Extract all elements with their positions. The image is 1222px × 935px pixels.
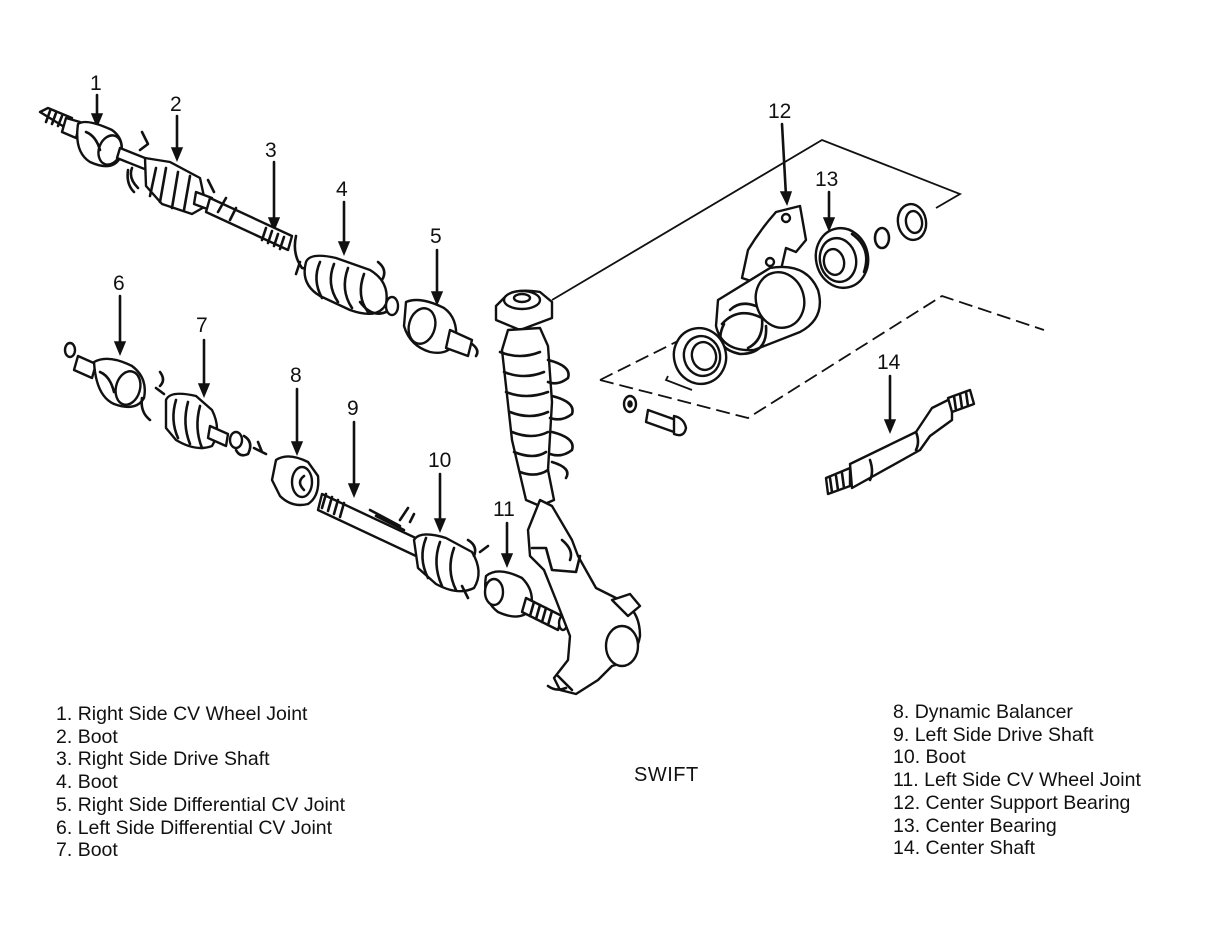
callout-number: 9 — [347, 397, 359, 420]
legend-label: Center Bearing — [925, 814, 1057, 837]
callout-5: 5 — [430, 225, 444, 306]
callout-11: 11 — [493, 498, 515, 568]
legend-item: 11. Left Side CV Wheel Joint — [893, 769, 1141, 792]
left-drive-shaft — [316, 492, 422, 558]
left-differential-cv-joint — [63, 341, 146, 409]
center-support-bearing — [714, 204, 822, 352]
callout-number: 3 — [265, 139, 277, 162]
bearing-snap-ring — [719, 322, 768, 356]
callout-number: 8 — [290, 364, 302, 387]
legend-number: 5. — [56, 793, 73, 816]
legend-number: 4. — [56, 771, 73, 794]
callout-14: 14 — [877, 351, 901, 434]
legend-item: 5. Right Side Differential CV Joint — [56, 794, 345, 817]
legend-label: Left Side Differential CV Joint — [77, 816, 333, 839]
legend-item: 6. Left Side Differential CV Joint — [56, 817, 345, 840]
legend-right: 8. Dynamic Balancer 9. Left Side Drive S… — [893, 701, 1141, 860]
left-cv-wheel-joint — [483, 570, 569, 632]
callout-12: 12 — [768, 100, 793, 206]
callout-7: 7 — [196, 314, 211, 398]
legend-label: Center Shaft — [925, 837, 1036, 860]
legend-item: 8. Dynamic Balancer — [893, 701, 1141, 724]
center-support-bearing-group — [551, 139, 1045, 437]
legend-item: 1. Right Side CV Wheel Joint — [56, 703, 345, 726]
legend-item: 7. Boot — [56, 839, 345, 862]
legend-label: Boot — [77, 839, 118, 862]
left-wheel-boot — [412, 533, 490, 600]
legend-label: Boot — [925, 746, 966, 769]
callout-number: 1 — [90, 72, 102, 95]
callout-6: 6 — [113, 272, 127, 356]
callout-number: 7 — [196, 314, 208, 337]
washer-and-bolt — [622, 394, 688, 437]
center-shaft — [824, 388, 976, 496]
legend-item: 9. Left Side Drive Shaft — [893, 724, 1141, 747]
legend-number: 1. — [56, 703, 73, 725]
legend-item: 3. Right Side Drive Shaft — [56, 748, 345, 771]
left-diff-boot — [140, 370, 268, 457]
callout-3: 3 — [265, 139, 281, 232]
right-wheel-boot — [126, 130, 216, 216]
legend-label: Left Side CV Wheel Joint — [924, 769, 1141, 792]
legend-item: 4. Boot — [56, 771, 345, 794]
strut-assembly — [494, 289, 642, 696]
callout-2: 2 — [170, 93, 184, 162]
right-diff-boot — [293, 234, 400, 317]
callout-number: 5 — [430, 225, 442, 248]
callout-4: 4 — [336, 178, 351, 256]
outer-bearing-race — [672, 326, 728, 386]
callout-8: 8 — [290, 364, 304, 456]
callout-number: 13 — [815, 168, 838, 191]
callout-number: 2 — [170, 93, 182, 116]
legend-label: Boot — [77, 771, 118, 794]
callout-number: 14 — [877, 351, 901, 374]
legend-number: 11. — [893, 769, 919, 792]
legend-number: 7. — [56, 839, 73, 862]
right-differential-cv-joint — [402, 298, 479, 358]
right-drive-shaft — [204, 196, 294, 252]
legend-label: Right Side Drive Shaft — [77, 748, 270, 771]
legend-label: Center Support Bearing — [925, 791, 1131, 814]
bearing-snap-ring-small — [873, 226, 891, 250]
legend-number: 2. — [56, 725, 73, 748]
legend-label: Dynamic Balancer — [914, 701, 1073, 723]
legend-number: 6. — [56, 816, 73, 839]
legend-label: Right Side CV Wheel Joint — [77, 703, 308, 725]
right-side-axle-assembly — [38, 106, 479, 358]
dust-seal — [896, 202, 928, 242]
callout-number: 10 — [428, 449, 451, 472]
legend-number: 10. — [893, 746, 921, 769]
legend-item: 13. Center Bearing — [893, 815, 1141, 838]
legend-item: 14. Center Shaft — [893, 837, 1141, 860]
legend-item: 2. Boot — [56, 726, 345, 749]
legend-label: Boot — [77, 725, 118, 748]
model-label: SWIFT — [634, 764, 699, 786]
legend-number: 3. — [56, 748, 73, 771]
legend-left: 1. Right Side CV Wheel Joint 2. Boot 3. … — [56, 703, 345, 862]
legend-number: 13. — [893, 814, 921, 837]
legend-number: 12. — [893, 791, 921, 814]
callout-9: 9 — [347, 397, 361, 498]
left-side-axle-assembly — [63, 341, 569, 632]
legend-number: 8. — [893, 701, 910, 723]
callout-number: 12 — [768, 100, 791, 123]
legend-item: 12. Center Support Bearing — [893, 792, 1141, 815]
callout-number: 6 — [113, 272, 125, 295]
legend-item: 10. Boot — [893, 746, 1141, 769]
legend-number: 9. — [893, 723, 910, 746]
callout-1: 1 — [90, 72, 104, 128]
legend-number: 14. — [893, 837, 921, 860]
center-bearing — [814, 226, 870, 290]
callout-number: 4 — [336, 178, 348, 201]
right-cv-wheel-joint — [38, 106, 123, 168]
dynamic-balancer — [270, 455, 320, 507]
legend-label: Right Side Differential CV Joint — [77, 793, 346, 816]
legend-label: Left Side Drive Shaft — [914, 723, 1094, 746]
callout-10: 10 — [428, 449, 451, 533]
callout-number: 11 — [493, 498, 515, 521]
callout-13: 13 — [815, 168, 838, 232]
